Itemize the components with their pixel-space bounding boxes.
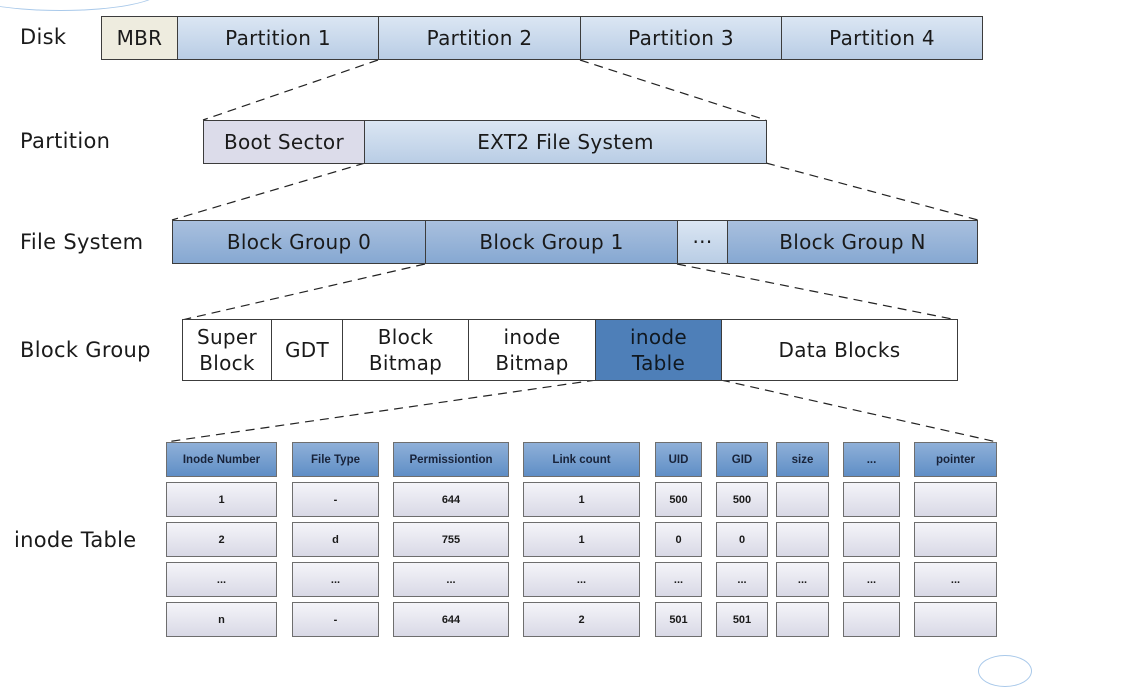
- inode-cell-inode-number: 2: [166, 522, 277, 557]
- inode-cell-pointer: [914, 602, 997, 637]
- inode-cell-more: [843, 602, 900, 637]
- zoom-connector-lines: [165, 59, 998, 443]
- row-label-inode-table: inode Table: [14, 528, 137, 552]
- inode-cell-file-type: ...: [292, 562, 379, 597]
- fs-segment-block-group-1: Block Group 1: [425, 220, 678, 264]
- bg-segment-super-block: Super Block: [182, 319, 272, 381]
- connector-inode-left: [165, 379, 597, 443]
- connector-blockgroup-right: [676, 263, 958, 321]
- row-label-block-group: Block Group: [20, 338, 151, 362]
- partition-segment-boot-sector: Boot Sector: [203, 120, 365, 164]
- row-label-file-system: File System: [20, 230, 144, 254]
- inode-cell-inode-number: n: [166, 602, 277, 637]
- inode-cell-size: [776, 602, 829, 637]
- inode-cell-link-count: 1: [523, 482, 640, 517]
- inode-cell-gid: 501: [716, 602, 768, 637]
- inode-cell-uid: 500: [655, 482, 702, 517]
- inode-cell-size: [776, 482, 829, 517]
- inode-cell-uid: 501: [655, 602, 702, 637]
- inode-cell-permission: ...: [393, 562, 509, 597]
- fs-segment-block-group-n: Block Group N: [727, 220, 978, 264]
- inode-cell-size: [776, 522, 829, 557]
- inode-header-inode-number: Inode Number: [166, 442, 277, 477]
- inode-cell-link-count: 1: [523, 522, 640, 557]
- inode-cell-link-count: 2: [523, 602, 640, 637]
- inode-header-gid: GID: [716, 442, 768, 477]
- inode-cell-permission: 755: [393, 522, 509, 557]
- connector-partition-right: [579, 59, 767, 121]
- inode-cell-gid: ...: [716, 562, 768, 597]
- inode-header-permission: Permissiontion: [393, 442, 509, 477]
- bg-segment-inode-table: inode Table: [595, 319, 722, 381]
- inode-cell-pointer: [914, 522, 997, 557]
- inode-header-file-type: File Type: [292, 442, 379, 477]
- fs-segment-ellipsis: ···: [677, 220, 728, 264]
- disk-segment-partition-4: Partition 4: [781, 16, 983, 60]
- inode-cell-pointer: [914, 482, 997, 517]
- inode-cell-size: ...: [776, 562, 829, 597]
- partition-segment-ext2: EXT2 File System: [364, 120, 767, 164]
- fs-segment-block-group-0: Block Group 0: [172, 220, 426, 264]
- disk-segment-partition-1: Partition 1: [177, 16, 379, 60]
- inode-cell-more: [843, 482, 900, 517]
- connector-filesystem-left: [171, 162, 366, 221]
- row-label-disk: Disk: [20, 25, 67, 49]
- inode-cell-more: [843, 522, 900, 557]
- inode-cell-inode-number: 1: [166, 482, 277, 517]
- connector-inode-right: [720, 379, 998, 443]
- inode-cell-gid: 500: [716, 482, 768, 517]
- bg-segment-block-bitmap: Block Bitmap: [342, 319, 469, 381]
- inode-header-more: ...: [843, 442, 900, 477]
- inode-cell-uid: 0: [655, 522, 702, 557]
- connector-blockgroup-left: [181, 263, 426, 321]
- bg-segment-inode-bitmap: inode Bitmap: [468, 319, 596, 381]
- row-label-partition: Partition: [20, 129, 111, 153]
- inode-cell-file-type: -: [292, 602, 379, 637]
- disk-segment-partition-2: Partition 2: [378, 16, 581, 60]
- inode-cell-more: ...: [843, 562, 900, 597]
- inode-cell-gid: 0: [716, 522, 768, 557]
- disk-segment-mbr: MBR: [101, 16, 178, 60]
- inode-cell-file-type: d: [292, 522, 379, 557]
- bg-segment-gdt: GDT: [271, 319, 343, 381]
- inode-cell-link-count: ...: [523, 562, 640, 597]
- bg-segment-data-blocks: Data Blocks: [721, 319, 958, 381]
- inode-cell-uid: ...: [655, 562, 702, 597]
- inode-cell-permission: 644: [393, 482, 509, 517]
- inode-header-size: size: [776, 442, 829, 477]
- inode-cell-inode-number: ...: [166, 562, 277, 597]
- inode-cell-permission: 644: [393, 602, 509, 637]
- inode-cell-pointer: ...: [914, 562, 997, 597]
- inode-header-pointer: pointer: [914, 442, 997, 477]
- connector-filesystem-right: [765, 162, 979, 221]
- inode-header-uid: UID: [655, 442, 702, 477]
- connector-partition-left: [202, 59, 379, 121]
- inode-header-link-count: Link count: [523, 442, 640, 477]
- disk-segment-partition-3: Partition 3: [580, 16, 782, 60]
- inode-cell-file-type: -: [292, 482, 379, 517]
